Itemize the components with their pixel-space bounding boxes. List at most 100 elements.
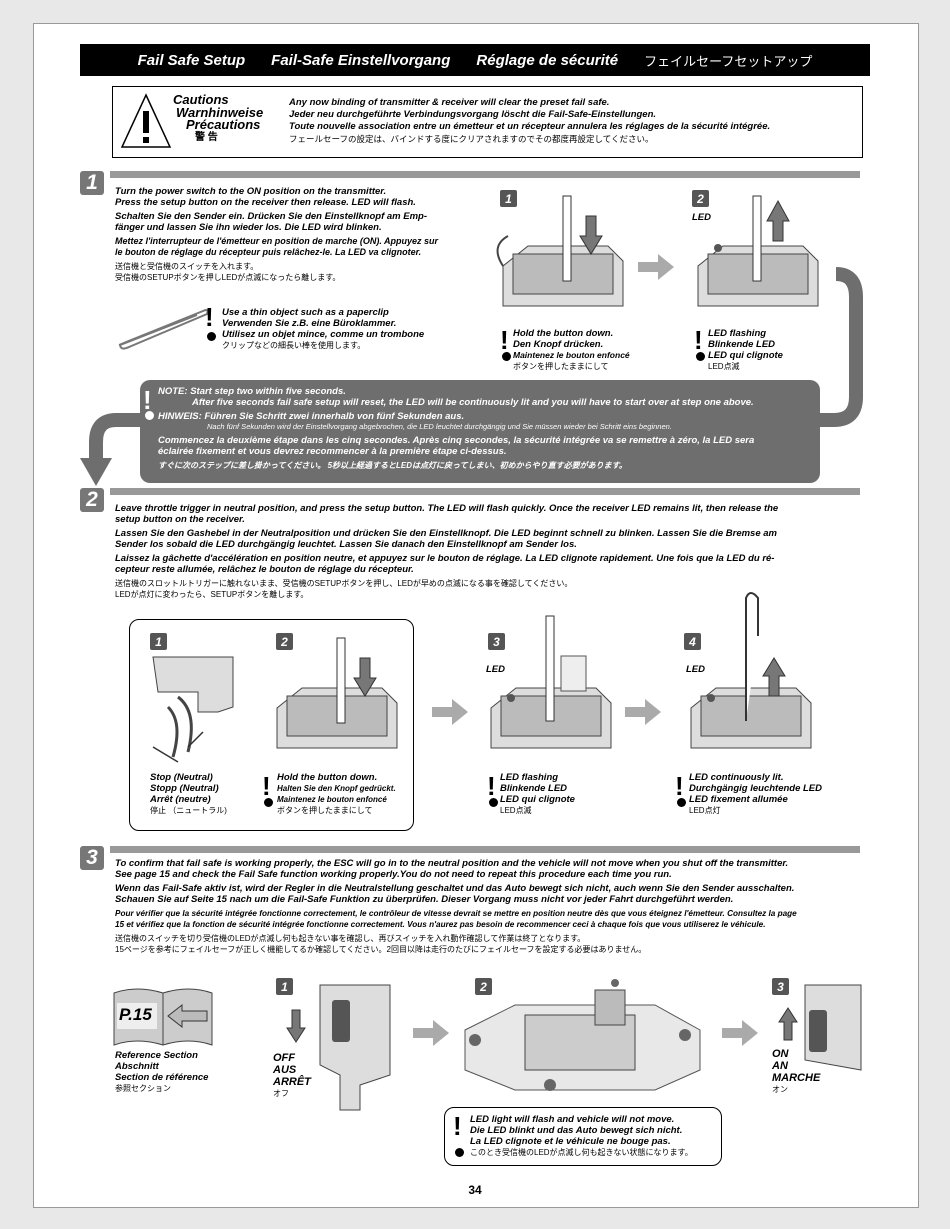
exclamation-icon: ! xyxy=(675,771,684,801)
caption-de: Den Knopf drücken. xyxy=(513,339,604,350)
cautions-box: Cautions Warnhinweise Précautions 警 告 An… xyxy=(112,86,863,158)
caption-ja: オン xyxy=(772,1085,788,1094)
warning-triangle-icon xyxy=(120,93,172,148)
step-3-ja-2: 15ページを参考にフェイルセーフが正しく機能してるか確認してください。2回目以降… xyxy=(115,945,647,954)
transmitter-trigger-illustration xyxy=(152,656,234,763)
caption-fr: LED fixement allumée xyxy=(689,794,788,805)
step-2-figure-1-caption: Stop (Neutral) Stopp (Neutral) Arrêt (ne… xyxy=(150,772,227,816)
bullet-icon xyxy=(455,1148,464,1157)
caption-ja: LED点滅 xyxy=(708,362,740,371)
title-de: Fail-Safe Einstellvorgang xyxy=(271,51,451,69)
cautions-labels: Cautions Warnhinweise Précautions 警 告 xyxy=(173,92,264,144)
step-3-de-2: Schauen Sie auf Seite 15 nach um die Fai… xyxy=(115,894,734,905)
title-ja: フェイルセーフセットアップ xyxy=(644,53,813,69)
arrow-down-icon xyxy=(286,1009,306,1043)
exclamation-icon: ! xyxy=(500,325,509,355)
transmitter-switch-on-illustration xyxy=(804,984,862,1071)
clip-tip-ja: クリップなどの細長い棒を使用します。 xyxy=(222,341,366,350)
note-fr-2: éclairée fixement et vous devrez recomme… xyxy=(158,446,507,457)
note-de-1: HINWEIS: Führen Sie Schritt zwei innerha… xyxy=(158,411,465,422)
step-3-figure-3-caption: ON AN MARCHE オン xyxy=(772,1048,820,1096)
ref-label-ja: 参照セクション xyxy=(115,1084,171,1093)
step-2-figure-2-number: 2 xyxy=(276,633,293,650)
caution-text-de: Jeder neu durchgeführte Verbindungsvorga… xyxy=(289,109,657,120)
step-3-fr-2: 15 et vérifiez que la fonction de sécuri… xyxy=(115,920,766,929)
caption-ja: LED点灯 xyxy=(689,806,721,815)
caption-en: LED flashing xyxy=(708,328,767,339)
led-label: LED xyxy=(692,212,711,223)
step-2-figure-1-number: 1 xyxy=(150,633,167,650)
step-3-figure-1-number: 1 xyxy=(276,978,293,995)
step-2-number: 2 xyxy=(80,488,104,512)
caption-de: AN xyxy=(772,1060,788,1072)
cautions-text: Any now binding of transmitter & receive… xyxy=(289,97,770,145)
clip-tip: Use a thin object such as a paperclip Ve… xyxy=(222,307,424,351)
caption-fr: Arrêt (neutre) xyxy=(150,794,211,805)
step-2-figure-2-caption: Hold the button down. Halten Sie den Kno… xyxy=(277,772,396,816)
bullet-icon xyxy=(502,352,511,361)
bullet-icon xyxy=(145,411,154,420)
ref-label-fr: Section de référence xyxy=(115,1072,209,1083)
caption-de: Stopp (Neutral) xyxy=(150,783,219,794)
caption-ja: オフ xyxy=(273,1089,289,1098)
note-ja: すぐに次のステップに差し掛かってください。 5秒以上経過するとLEDは点灯に戻っ… xyxy=(158,461,627,470)
receiver-button-press-illustration xyxy=(496,195,624,307)
note-en-2: After five seconds fail safe setup will … xyxy=(192,397,754,408)
caution-text-fr: Toute nouvelle association entre un émet… xyxy=(289,121,771,132)
step-2-fr-2: cepteur reste allumée, relâchez le bouto… xyxy=(115,564,414,575)
caption-en: Hold the button down. xyxy=(277,772,378,783)
step-2-figure-4-number: 4 xyxy=(684,633,701,650)
note-de-2: Nach fünf Sekunden wird der Einstellvorg… xyxy=(207,422,672,431)
step-1-fr-2: le bouton de réglage du récepteur puis r… xyxy=(115,247,422,257)
reference-page: P.15 xyxy=(119,1005,152,1024)
step-3-figure-1-caption: OFF AUS ARRÊT オフ xyxy=(273,1052,311,1100)
caption-de: AUS xyxy=(273,1064,297,1076)
caption-de: Halten Sie den Knopf gedrückt. xyxy=(277,784,396,793)
flow-arrow xyxy=(80,267,863,486)
ref-label-en: Reference Section xyxy=(115,1050,198,1061)
step-3-figure-3-number: 3 xyxy=(772,978,789,995)
step-2-en-2: setup button on the receiver. xyxy=(115,514,245,525)
bullet-icon xyxy=(696,352,705,361)
receiver-led-fast-flash-illustration xyxy=(490,615,612,749)
receiver-led-solid-illustration xyxy=(690,592,812,749)
led-label: LED xyxy=(486,664,505,675)
caution-label-de: Warnhinweise xyxy=(176,104,264,120)
arrow-right-icon xyxy=(638,254,674,280)
caption-en: ON xyxy=(772,1048,789,1060)
receiver-led-flash-illustration xyxy=(697,195,819,307)
caption-ja: 停止 （ニュートラル) xyxy=(150,806,227,815)
arrow-up-icon xyxy=(778,1007,798,1041)
exclamation-icon: ! xyxy=(205,302,214,332)
step-1-number: 1 xyxy=(80,171,104,195)
title-banner: Fail Safe Setup Fail-Safe Einstellvorgan… xyxy=(80,44,870,76)
callout-ja: このとき受信機のLEDが点滅し何も起きない状態になります。 xyxy=(470,1148,693,1157)
step-1-figure-1-caption: Hold the button down. Den Knopf drücken.… xyxy=(513,328,630,372)
caution-label-ja: 警 告 xyxy=(195,131,218,143)
caption-fr: Maintenez le bouton enfoncé xyxy=(513,350,630,360)
step-3-en-1: To confirm that fail safe is working pro… xyxy=(115,858,789,869)
caption-de: Blinkende LED xyxy=(500,783,568,794)
caution-label-en: Cautions xyxy=(173,92,229,107)
reference-section-label: Reference Section Abschnitt Section de r… xyxy=(115,1050,208,1094)
vehicle-chassis-illustration xyxy=(464,979,701,1091)
caution-label-fr: Précautions xyxy=(186,117,261,132)
step-2-setup-box xyxy=(129,619,414,831)
arrow-right-icon xyxy=(722,1020,758,1046)
step-1-en-1: Turn the power switch to the ON position… xyxy=(115,186,387,197)
arrow-right-icon xyxy=(413,1020,449,1046)
clip-tip-de: Verwenden Sie z.B. eine Büroklammer. xyxy=(222,318,397,329)
clip-tip-en: Use a thin object such as a paperclip xyxy=(222,307,389,318)
bullet-icon xyxy=(264,798,273,807)
step-2-de-1: Lassen Sie den Gashebel in der Neutralpo… xyxy=(115,528,777,539)
step-1-ja-1: 送信機と受信機のスイッチを入れます。 xyxy=(115,262,259,271)
step-2-instructions: Leave throttle trigger in neutral positi… xyxy=(115,503,865,600)
step-3-instructions: To confirm that fail safe is working pro… xyxy=(115,858,865,955)
caption-ja: ボタンを押したままにして xyxy=(513,362,609,371)
exclamation-icon: ! xyxy=(487,771,496,801)
note-box: ! NOTE: Start step two within five secon… xyxy=(140,380,820,483)
step-1-de-2: fänger und lassen Sie ihn wieder los. Di… xyxy=(115,222,382,233)
step-1-ja-2: 受信機のSETUPボタンを押しLEDが点滅になったら離します。 xyxy=(115,273,341,282)
callout-fr: La LED clignote et le véhicule ne bouge … xyxy=(470,1136,671,1147)
caption-en: Hold the button down. xyxy=(513,328,614,339)
